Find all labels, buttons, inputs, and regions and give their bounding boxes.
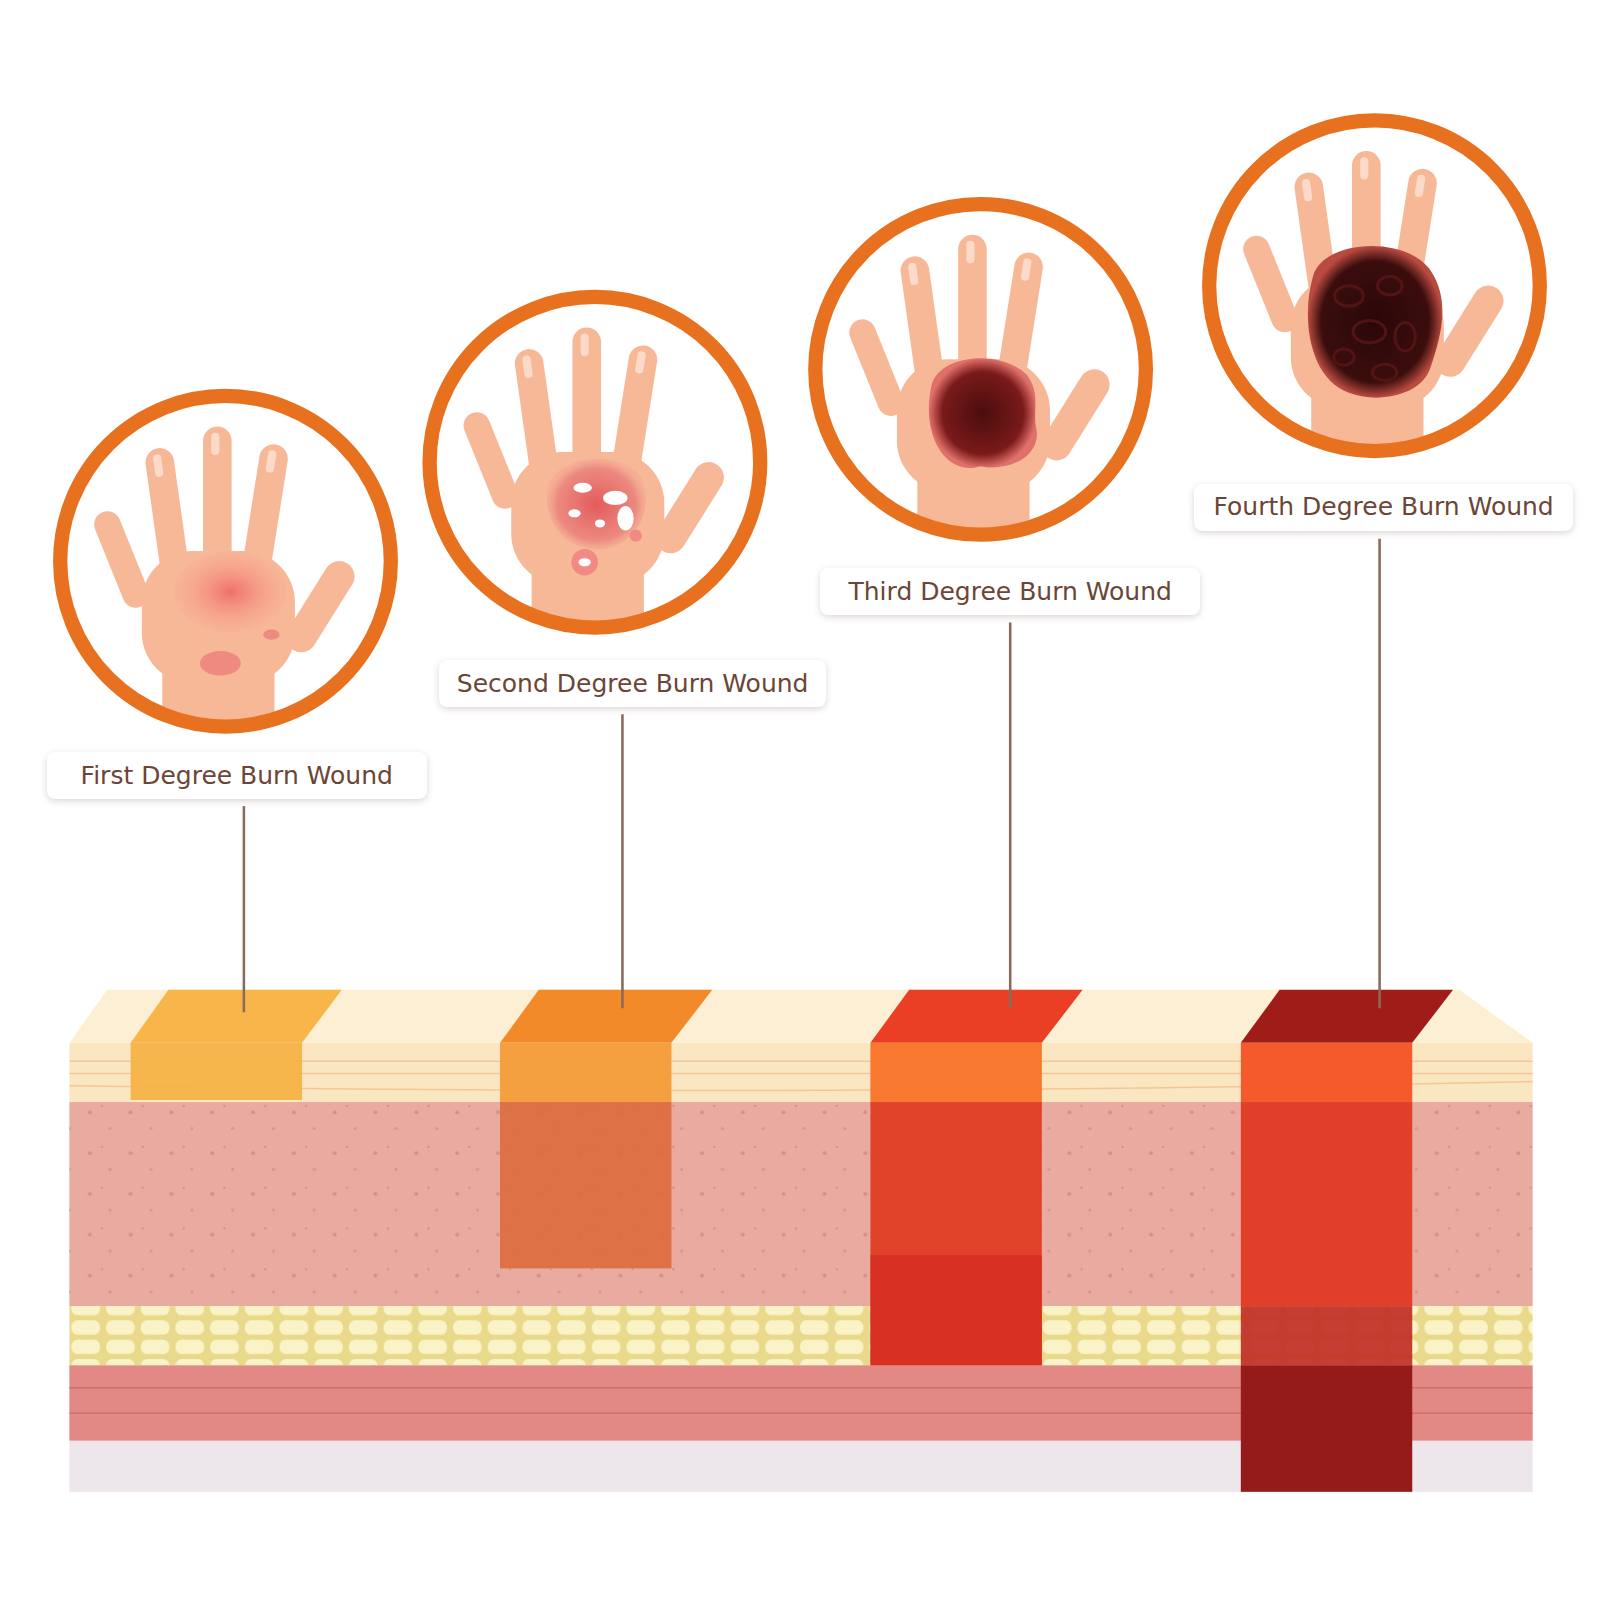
third-degree-hand [815, 204, 1146, 573]
label-box: Third Degree Burn Wound [820, 568, 1200, 615]
second-degree-hand [430, 297, 761, 666]
label-box: First Degree Burn Wound [47, 752, 427, 799]
label-box: Fourth Degree Burn Wound [1194, 484, 1574, 531]
label-text: First Degree Burn Wound [81, 761, 393, 791]
label-box: Second Degree Burn Wound [439, 660, 827, 707]
label-text: Third Degree Burn Wound [849, 577, 1172, 607]
skin-cross-section [69, 990, 1532, 1492]
label-text: Second Degree Burn Wound [457, 669, 809, 699]
first-degree-hand [60, 396, 391, 765]
label-text: Fourth Degree Burn Wound [1214, 492, 1554, 522]
fourth-degree-hand [1209, 120, 1540, 489]
